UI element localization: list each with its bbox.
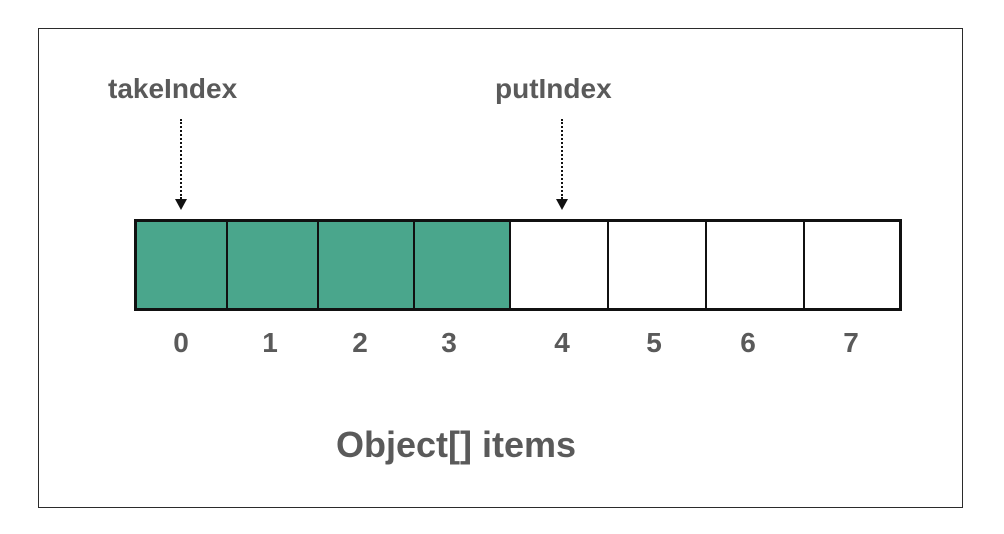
array-cell — [319, 222, 415, 308]
array-cell — [805, 222, 899, 308]
array-cell — [609, 222, 707, 308]
array-cell — [415, 222, 511, 308]
put-index-label: putIndex — [495, 73, 612, 104]
array-name-caption: Object[] items — [336, 424, 577, 465]
array-index-label: 2 — [352, 327, 368, 358]
array-index-label: 6 — [740, 327, 756, 358]
array-index-label: 5 — [646, 327, 662, 358]
array-cell — [137, 222, 228, 308]
array-cell — [707, 222, 805, 308]
array-index-label: 3 — [441, 327, 457, 358]
array-index-label: 4 — [554, 327, 570, 358]
take-index-label: takeIndex — [108, 73, 238, 104]
array-cell — [511, 222, 609, 308]
array-cell — [228, 222, 319, 308]
items-array — [134, 219, 902, 311]
array-index-label: 1 — [262, 327, 278, 358]
diagram-frame — [38, 28, 963, 508]
array-index-label: 0 — [173, 327, 189, 358]
array-index-label: 7 — [843, 327, 859, 358]
